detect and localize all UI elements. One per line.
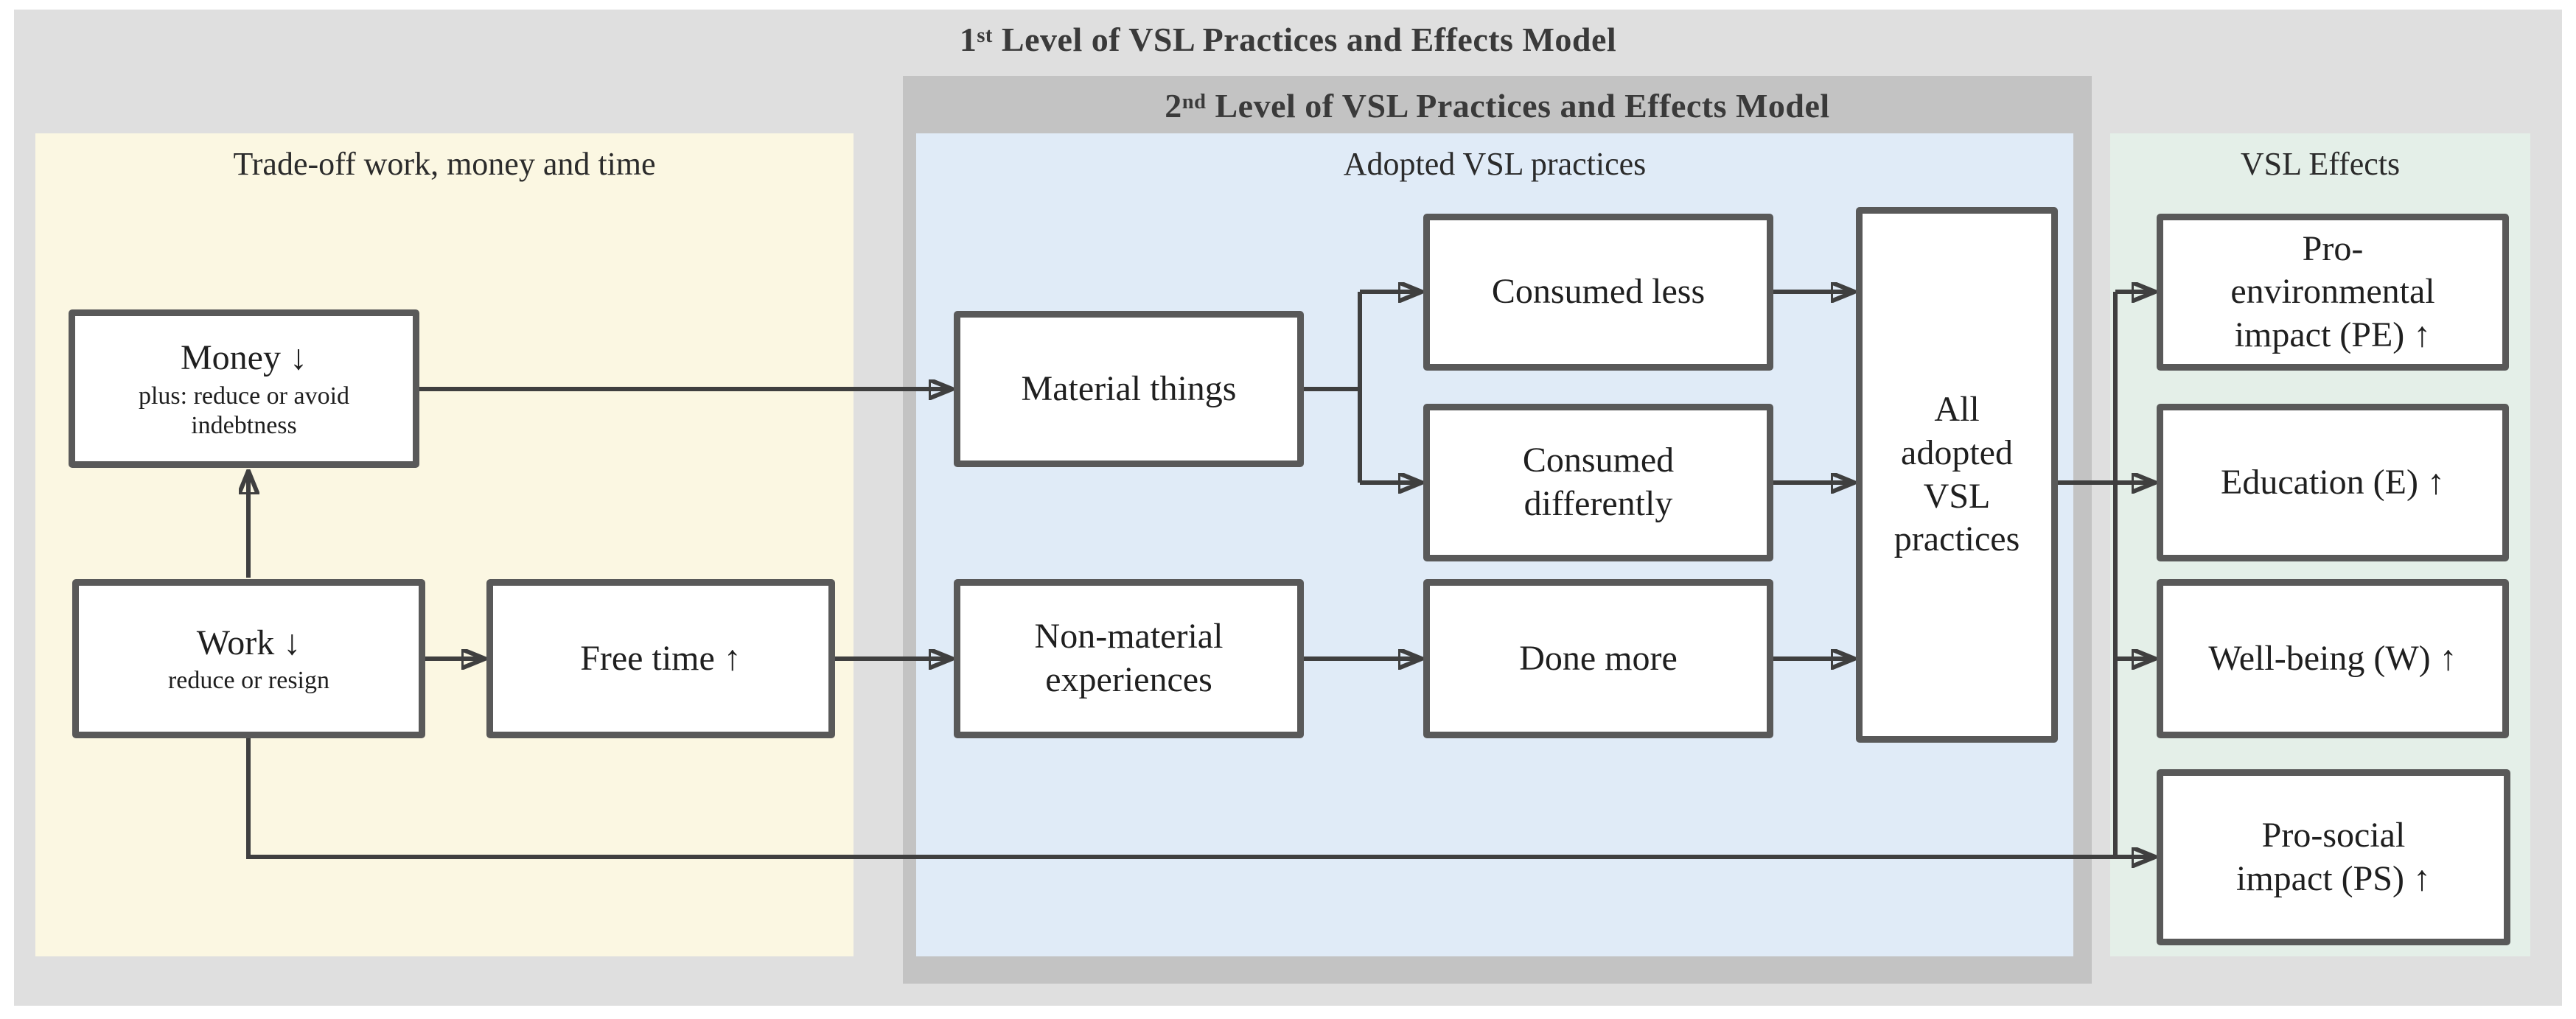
box-well-being: Well-being (W) ↑ <box>2157 579 2509 738</box>
box-money: Money ↓ plus: reduce or avoid indebtness <box>69 309 419 468</box>
box-pro-social: Pro-social impact (PS) ↑ <box>2157 769 2510 945</box>
level2-rest: Level of VSL Practices and Effects Model <box>1206 87 1830 125</box>
box-free-time: Free time ↑ <box>486 579 835 738</box>
box-consumed-less-label: Consumed less <box>1491 272 1706 312</box>
box-pro-environmental-label: Pro- environmental impact (PE) ↑ <box>2230 228 2435 354</box>
box-consumed-differently-label: Consumed differently <box>1522 441 1675 523</box>
vsl-effects-panel-title: VSL Effects <box>2240 146 2401 182</box>
tradeoff-panel: Trade-off work, money and time <box>35 133 854 956</box>
level2-ordinal-suffix: nd <box>1181 91 1207 114</box>
box-free-time-label: Free time ↑ <box>580 638 741 678</box>
box-pro-environmental: Pro- environmental impact (PE) ↑ <box>2157 214 2509 371</box>
box-material-things-label: Material things <box>1021 368 1237 408</box>
box-work: Work ↓ reduce or resign <box>72 579 425 738</box>
box-consumed-differently: Consumed differently <box>1423 404 1773 561</box>
box-money-label: Money ↓ <box>181 338 307 378</box>
level2-num: 2 <box>1165 87 1182 125</box>
box-material-things: Material things <box>954 311 1304 467</box>
box-education-label: Education (E) ↑ <box>2221 462 2445 502</box>
box-done-more: Done more <box>1423 579 1773 738</box>
box-money-sublabel: plus: reduce or avoid indebtness <box>138 382 350 439</box>
box-work-label: Work ↓ <box>196 623 301 662</box>
box-all-adopted-practices: All adopted VSL practices <box>1856 207 2058 743</box>
level1-ordinal-suffix: st <box>977 24 993 48</box>
box-non-material-experiences-label: Non-material experiences <box>1034 617 1224 699</box>
box-work-sublabel: reduce or resign <box>167 667 329 695</box>
box-all-adopted-practices-label: All adopted VSL practices <box>1893 390 2020 559</box>
adopted-practices-panel-title: Adopted VSL practices <box>1343 146 1647 182</box>
level1-title: 1st Level of VSL Practices and Effects M… <box>14 20 2562 59</box>
box-consumed-less: Consumed less <box>1423 214 1773 371</box>
tradeoff-panel-title: Trade-off work, money and time <box>233 146 656 182</box>
box-education: Education (E) ↑ <box>2157 404 2509 561</box>
box-well-being-label: Well-being (W) ↑ <box>2208 638 2457 678</box>
box-pro-social-label: Pro-social impact (PS) ↑ <box>2236 815 2431 898</box>
box-done-more-label: Done more <box>1519 638 1678 678</box>
box-non-material-experiences: Non-material experiences <box>954 579 1304 738</box>
level1-rest: Level of VSL Practices and Effects Model <box>992 21 1617 58</box>
level2-title: 2nd Level of VSL Practices and Effects M… <box>903 86 2092 125</box>
level1-num: 1 <box>959 21 977 58</box>
